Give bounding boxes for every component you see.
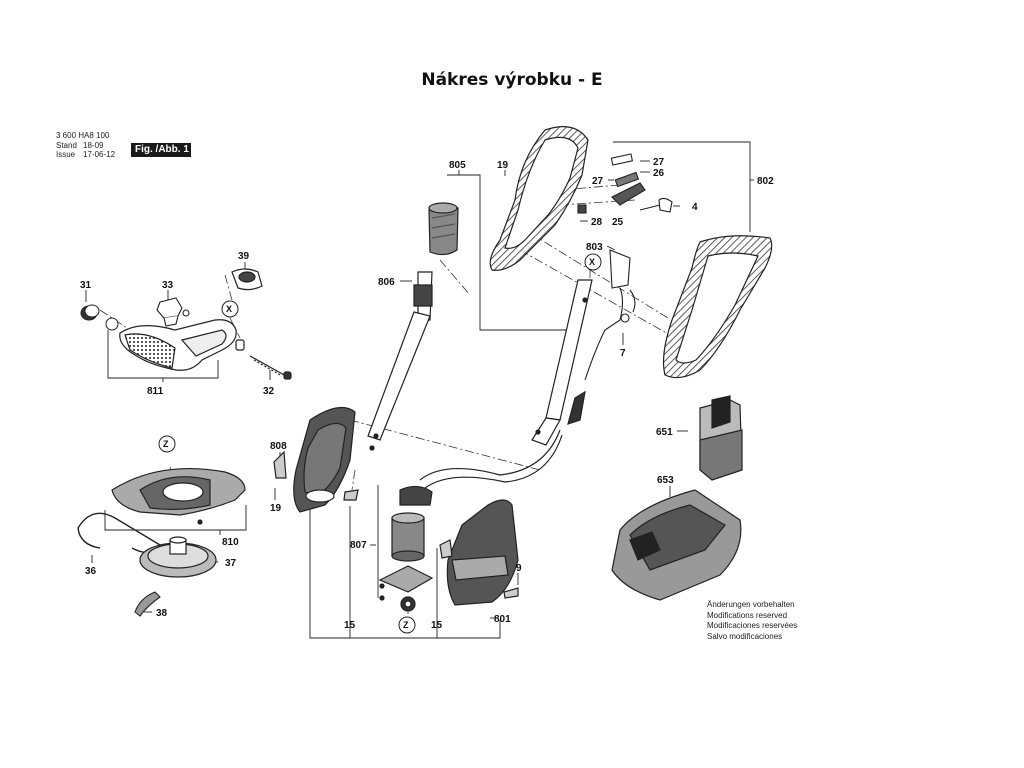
callout-33: 33 [162,280,174,291]
part-805-grip [428,202,459,256]
callout-25: 25 [612,217,624,228]
figure-label: Fig. /Abb. 1 [131,143,191,157]
part-653-charger [611,489,742,601]
callout-19-top: 19 [497,160,509,171]
notice-de: Änderungen vorbehalten [707,600,795,609]
callout-15-left: 15 [344,620,356,631]
callout-803: 803 [586,242,603,253]
stand-label: Stand [56,140,77,150]
callout-28: 28 [591,217,603,228]
callout-808: 808 [270,441,287,452]
part-808-motor-housing [273,406,359,513]
issue-value: 17-06-12 [83,150,116,159]
part-number: 3 600 HA8 100 [56,131,110,140]
callout-19-left: 19 [270,503,282,514]
part-36-wire-guide [77,512,162,553]
callout-26: 26 [653,168,665,179]
stand-value: 18-09 [83,140,104,150]
callout-27-top: 27 [653,157,665,168]
part-31-cap [80,304,119,331]
document-meta: 3 600 HA8 100 Stand 18-09 Issue 17-06-12 [56,131,115,160]
callout-805: 805 [449,160,466,171]
marker-z-motor: Z [403,620,409,630]
callout-38: 38 [156,608,168,619]
part-32-screw [249,355,292,380]
part-801-lower-housing [439,499,519,606]
callout-802: 802 [757,176,774,187]
callout-36: 36 [85,566,97,577]
notice-es: Salvo modificaciones [707,631,783,641]
callout-31: 31 [80,280,92,291]
callout-811: 811 [147,386,164,397]
marker-z-guard: Z [163,439,169,449]
modification-notice: Änderungen vorbehalten Modifications res… [707,600,797,642]
lower-shaft [419,279,593,489]
callout-labels: 31 33 39 32 811 805 806 19 27 26 27 25 2… [80,157,774,631]
part-811-handle [119,319,245,371]
callout-7: 7 [620,348,626,359]
small-parts-cluster [577,153,673,214]
callout-807: 807 [350,540,367,551]
leader-lines [85,141,754,639]
notice-en: Modifications reserved [707,610,788,620]
part-806-shaft [367,271,433,451]
callout-27-mid: 27 [592,176,604,187]
callout-39: 39 [238,251,250,262]
part-39-clamp [231,268,263,291]
part-651-battery [699,395,743,481]
callout-9: 9 [516,563,522,574]
part-802-rear-cover [662,235,773,379]
callout-15-right: 15 [431,620,443,631]
callout-806: 806 [378,277,395,288]
marker-x-handle: X [226,304,232,314]
callout-653: 653 [657,475,674,486]
callout-801: 801 [494,614,511,625]
part-37-spool [139,536,217,578]
part-33-knob [156,297,190,327]
callout-810: 810 [222,537,239,548]
part-38-blade [134,591,161,617]
callout-37: 37 [225,558,237,569]
part-802-upper-housing [489,126,589,271]
callout-32: 32 [263,386,275,397]
notice-fr: Modificaciones reservées [707,621,798,630]
callout-651: 651 [656,427,673,438]
callout-4: 4 [692,202,698,213]
marker-x-shaft: X [589,257,595,267]
issue-label: Issue [56,150,76,159]
part-810-guard [111,467,246,525]
connection-markers [158,253,602,634]
part-807-motor [378,485,434,612]
part-803-cable [584,249,636,381]
page-title: Nákres výrobku - E [421,70,603,90]
